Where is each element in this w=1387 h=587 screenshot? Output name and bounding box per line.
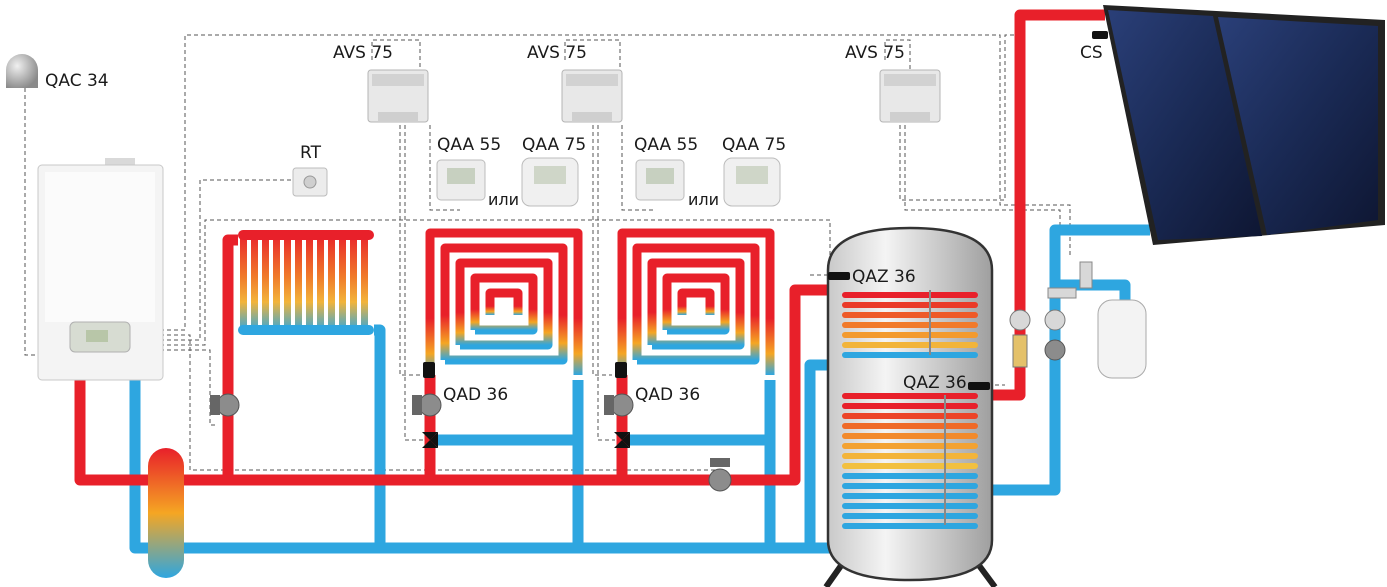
- hydraulic-separator: [148, 448, 184, 578]
- room-thermostat-label: RT: [300, 143, 322, 163]
- expansion-vessel: [1097, 299, 1147, 379]
- coil-turn: [842, 493, 978, 499]
- room-unit-qaa75-2-label: QAA 75: [722, 135, 786, 155]
- solar-collectors: [1103, 5, 1385, 245]
- floor-pump-1: [412, 393, 442, 417]
- avs-module-3: [879, 69, 941, 123]
- room-unit-qaa55-1: [436, 159, 486, 201]
- flow-sensor-1-label: QAD 36: [443, 385, 508, 405]
- coil-turn: [842, 433, 978, 439]
- flow-sensor-1: [423, 362, 435, 378]
- dhw-storage-tank: [823, 226, 998, 587]
- mixing-valve-1: [422, 432, 438, 448]
- tank-sensor-bottom-label: QAZ 36: [903, 373, 967, 393]
- room-unit-qaa75-1-label: QAA 75: [522, 135, 586, 155]
- tank-sensor-top: [828, 272, 850, 280]
- radiator-fin: [339, 232, 346, 332]
- radiator-fin: [306, 232, 313, 332]
- coil-turn: [842, 393, 978, 399]
- radiator-pump: [210, 393, 240, 417]
- collector-sensor: [1092, 31, 1108, 39]
- floor-pump-2: [604, 393, 634, 417]
- coil-turn: [842, 312, 978, 318]
- coil-turn: [842, 423, 978, 429]
- room-unit-qaa55-2: [635, 159, 685, 201]
- radiator: [238, 228, 374, 336]
- tank-sensor-bottom: [968, 382, 990, 390]
- underfloor-loop-1: [425, 228, 583, 375]
- tank-sensor-top-label: QAZ 36: [852, 267, 916, 287]
- coil-turn: [842, 483, 978, 489]
- coil-turn: [842, 403, 978, 409]
- radiator-fin: [240, 232, 247, 332]
- room-thermostat: [292, 167, 328, 197]
- outdoor-sensor: [6, 54, 38, 88]
- coil-turn: [842, 523, 978, 529]
- radiator-fin: [361, 232, 368, 332]
- outdoor-sensor-label: QAC 34: [45, 71, 109, 91]
- flow-piping: [74, 9, 1105, 486]
- room-unit-qaa75-2: [723, 157, 781, 207]
- control-wiring: [24, 34, 1071, 471]
- coil-turn: [842, 473, 978, 479]
- radiator-fin: [251, 232, 258, 332]
- or-label-1: или: [488, 190, 519, 209]
- coil-turn: [842, 352, 978, 358]
- coil-turn: [842, 322, 978, 328]
- radiator-fin: [273, 232, 280, 332]
- gas-boiler: [37, 158, 164, 381]
- avs-module-1-label: AVS 75: [333, 43, 393, 63]
- dhw-charging-pump: [708, 458, 732, 492]
- coil-turn: [842, 302, 978, 308]
- coil-turn: [842, 342, 978, 348]
- radiator-fin: [284, 232, 291, 332]
- collector-sensor-label: CS: [1080, 43, 1103, 63]
- coil-turn: [842, 413, 978, 419]
- mixing-valve-2: [614, 432, 630, 448]
- avs-module-2-label: AVS 75: [527, 43, 587, 63]
- room-unit-qaa55-2-label: QAA 55: [634, 135, 698, 155]
- coil-turn: [842, 292, 978, 298]
- coil-turn: [842, 443, 978, 449]
- or-label-2: или: [688, 190, 719, 209]
- coil-turn: [842, 503, 978, 509]
- room-unit-qaa75-1: [521, 157, 579, 207]
- radiator-fin: [295, 232, 302, 332]
- room-unit-qaa55-1-label: QAA 55: [437, 135, 501, 155]
- flow-sensor-2: [615, 362, 627, 378]
- avs-module-2: [561, 69, 623, 123]
- coil-turn: [842, 513, 978, 519]
- radiator-fin: [317, 232, 324, 332]
- coil-turn: [842, 332, 978, 338]
- radiator-fin: [262, 232, 269, 332]
- underfloor-loop-2: [617, 228, 775, 375]
- solar-pump-station: [1009, 261, 1093, 368]
- radiator-fin: [350, 232, 357, 332]
- flow-sensor-2-label: QAD 36: [635, 385, 700, 405]
- avs-module-1: [367, 69, 429, 123]
- radiator-fin: [328, 232, 335, 332]
- coil-turn: [842, 463, 978, 469]
- coil-turn: [842, 453, 978, 459]
- avs-module-3-label: AVS 75: [845, 43, 905, 63]
